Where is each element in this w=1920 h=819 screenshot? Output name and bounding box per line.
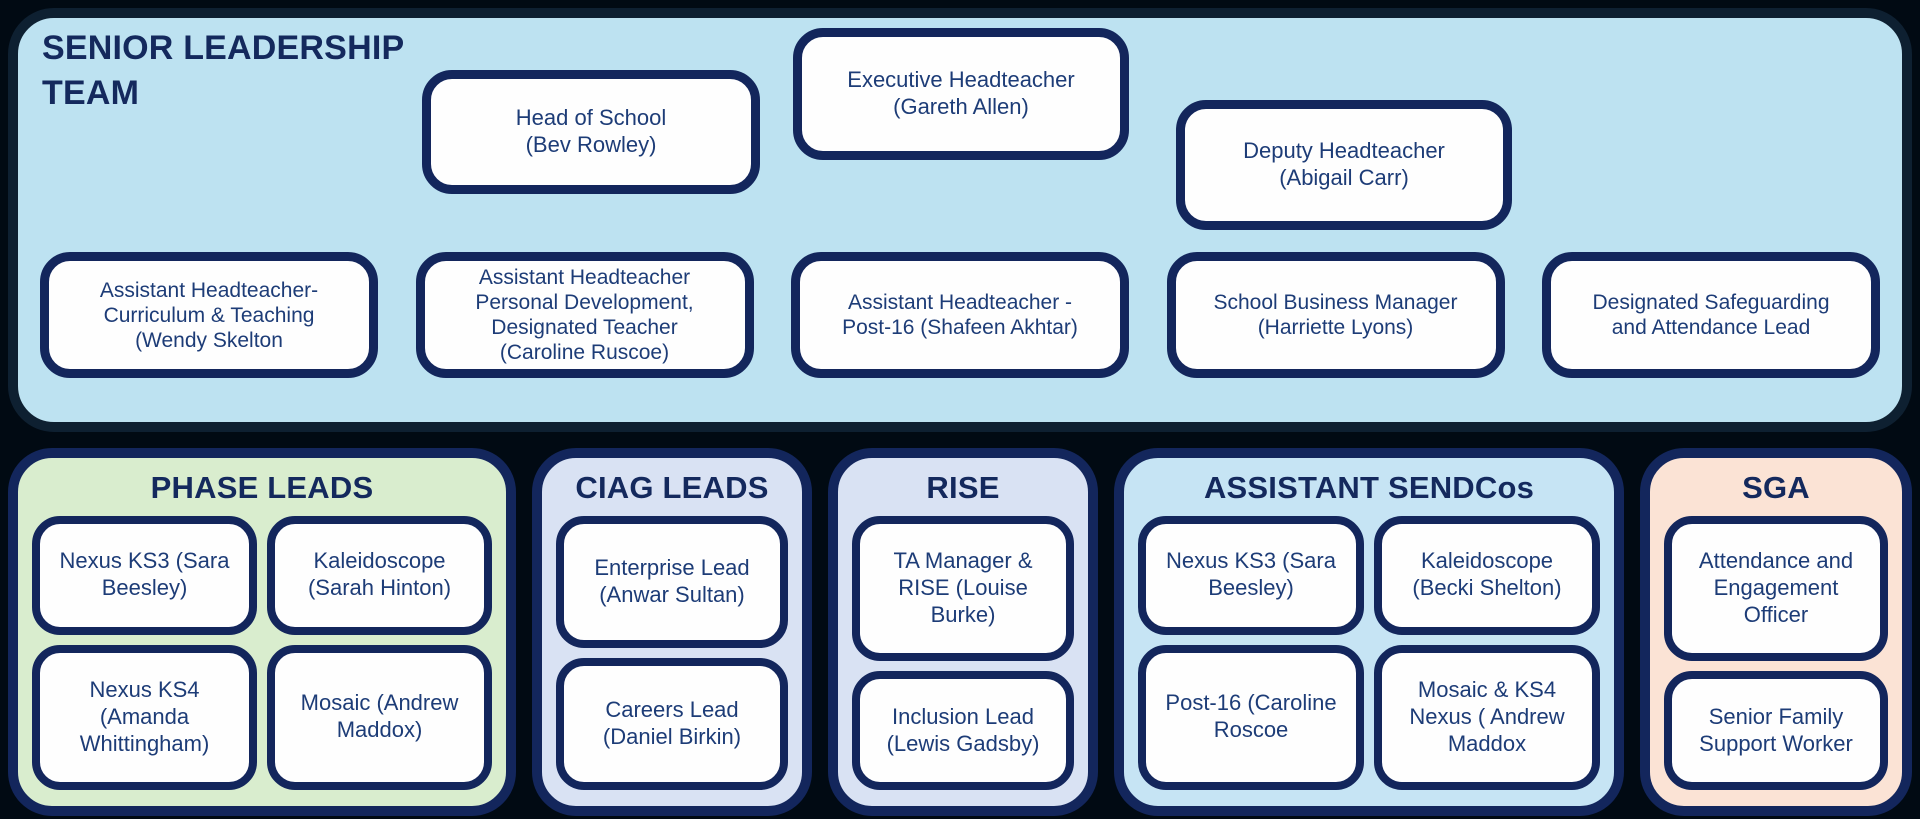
role-label-mosaic-ks4-nexus-sendco: Mosaic & KS4 Nexus ( Andrew Maddox [1409,677,1565,756]
assistant-sendcos-grid: Nexus KS3 (Sara Beesley) Kaleidoscope (B… [1124,506,1614,806]
phase-leads-grid: Nexus KS3 (Sara Beesley) Kaleidoscope (S… [18,506,506,806]
role-label-inclusion-lead: Inclusion Lead (Lewis Gadsby) [886,703,1040,756]
role-box-nexus-ks3-phase: Nexus KS3 (Sara Beesley) [32,516,257,635]
rise-title: RISE [926,470,1000,505]
role-label-aht-post-16: Assistant Headteacher - Post-16 (Shafeen… [842,291,1078,339]
role-label-attendance-engagement-officer: Attendance and Engagement Officer [1698,548,1854,628]
role-box-senior-family-support-worker: Senior Family Support Worker [1664,671,1888,790]
role-label-ta-manager-rise: TA Manager & RISE (Louise Burke) [893,548,1033,628]
assistant-sendcos-title: ASSISTANT SENDCos [1203,470,1535,505]
role-label-head-of-school: Head of School (Bev Rowley) [515,105,667,157]
role-box-kaleidoscope-sendco: Kaleidoscope (Becki Shelton) [1374,516,1600,635]
role-label-enterprise-lead: Enterprise Lead (Anwar Sultan) [594,555,750,607]
role-label-aht-curriculum-teaching: Assistant Headteacher- Curriculum & Teac… [99,278,319,352]
role-box-deputy-headteacher: Deputy Headteacher (Abigail Carr) [1176,100,1512,230]
role-box-mosaic-phase: Mosaic (Andrew Maddox) [267,644,492,790]
role-box-aht-personal-development: Assistant Headteacher Personal Developme… [415,252,754,378]
role-label-careers-lead: Careers Lead (Daniel Birkin) [602,697,742,749]
rise-grid: TA Manager & RISE (Louise Burke) Inclusi… [838,506,1088,806]
panel-sga: SGA Attendance and Engagement Officer Se… [1640,448,1912,816]
role-label-nexus-ks3-sendco: Nexus KS3 (Sara Beesley) [1166,548,1336,601]
ciag-leads-grid: Enterprise Lead (Anwar Sultan) Careers L… [542,506,802,806]
role-box-aht-curriculum-teaching: Assistant Headteacher- Curriculum & Teac… [40,252,378,378]
role-label-nexus-ks3-phase: Nexus KS3 (Sara Beesley) [59,548,230,601]
panel-ciag-leads: CIAG LEADS Enterprise Lead (Anwar Sultan… [532,448,812,816]
role-box-executive-headteacher: Executive Headteacher (Gareth Allen) [793,28,1129,160]
role-box-nexus-ks3-sendco: Nexus KS3 (Sara Beesley) [1138,516,1364,635]
role-label-executive-headteacher: Executive Headteacher (Gareth Allen) [847,67,1075,119]
panel-phase-leads: PHASE LEADS Nexus KS3 (Sara Beesley) Kal… [8,448,516,816]
role-box-inclusion-lead: Inclusion Lead (Lewis Gadsby) [852,671,1074,790]
panel-rise: RISE TA Manager & RISE (Louise Burke) In… [828,448,1098,816]
role-label-designated-safeguarding-lead: Designated Safeguarding and Attendance L… [1592,291,1830,339]
role-box-nexus-ks4-phase: Nexus KS4 (Amanda Whittingham) [32,644,257,790]
role-box-careers-lead: Careers Lead (Daniel Birkin) [556,658,788,790]
bottom-panels-row: PHASE LEADS Nexus KS3 (Sara Beesley) Kal… [8,448,1912,816]
role-box-aht-post-16: Assistant Headteacher - Post-16 (Shafeen… [791,252,1129,378]
role-box-mosaic-ks4-nexus-sendco: Mosaic & KS4 Nexus ( Andrew Maddox [1374,644,1600,790]
role-box-kaleidoscope-phase: Kaleidoscope (Sarah Hinton) [267,516,492,635]
role-label-deputy-headteacher: Deputy Headteacher (Abigail Carr) [1243,138,1445,190]
role-label-school-business-manager: School Business Manager (Harriette Lyons… [1213,291,1458,339]
panel-senior-leadership-team: SENIOR LEADERSHIP TEAM Head of School (B… [8,8,1912,432]
role-label-kaleidoscope-sendco: Kaleidoscope (Becki Shelton) [1412,548,1562,601]
role-box-designated-safeguarding-lead: Designated Safeguarding and Attendance L… [1542,252,1880,378]
senior-leadership-team-title: SENIOR LEADERSHIP TEAM [42,29,405,112]
sga-title: SGA [1742,470,1810,505]
slt-second-row: Assistant Headteacher- Curriculum & Teac… [30,252,1890,378]
phase-leads-title: PHASE LEADS [150,470,374,505]
role-label-senior-family-support-worker: Senior Family Support Worker [1699,703,1853,756]
role-box-attendance-engagement-officer: Attendance and Engagement Officer [1664,516,1888,662]
sga-grid: Attendance and Engagement Officer Senior… [1650,506,1902,806]
role-label-aht-personal-development: Assistant Headteacher Personal Developme… [475,266,694,364]
role-box-school-business-manager: School Business Manager (Harriette Lyons… [1166,252,1505,378]
role-label-post-16-sendco: Post-16 (Caroline Roscoe [1165,690,1337,743]
ciag-leads-title: CIAG LEADS [575,470,769,505]
role-box-post-16-sendco: Post-16 (Caroline Roscoe [1138,644,1364,790]
role-box-enterprise-lead: Enterprise Lead (Anwar Sultan) [556,516,788,648]
panel-assistant-sendcos: ASSISTANT SENDCos Nexus KS3 (Sara Beesle… [1114,448,1624,816]
role-label-kaleidoscope-phase: Kaleidoscope (Sarah Hinton) [307,548,452,601]
role-box-head-of-school: Head of School (Bev Rowley) [422,70,760,194]
role-box-ta-manager-rise: TA Manager & RISE (Louise Burke) [852,516,1074,662]
role-label-mosaic-phase: Mosaic (Andrew Maddox) [300,690,459,743]
role-label-nexus-ks4-phase: Nexus KS4 (Amanda Whittingham) [79,677,210,756]
